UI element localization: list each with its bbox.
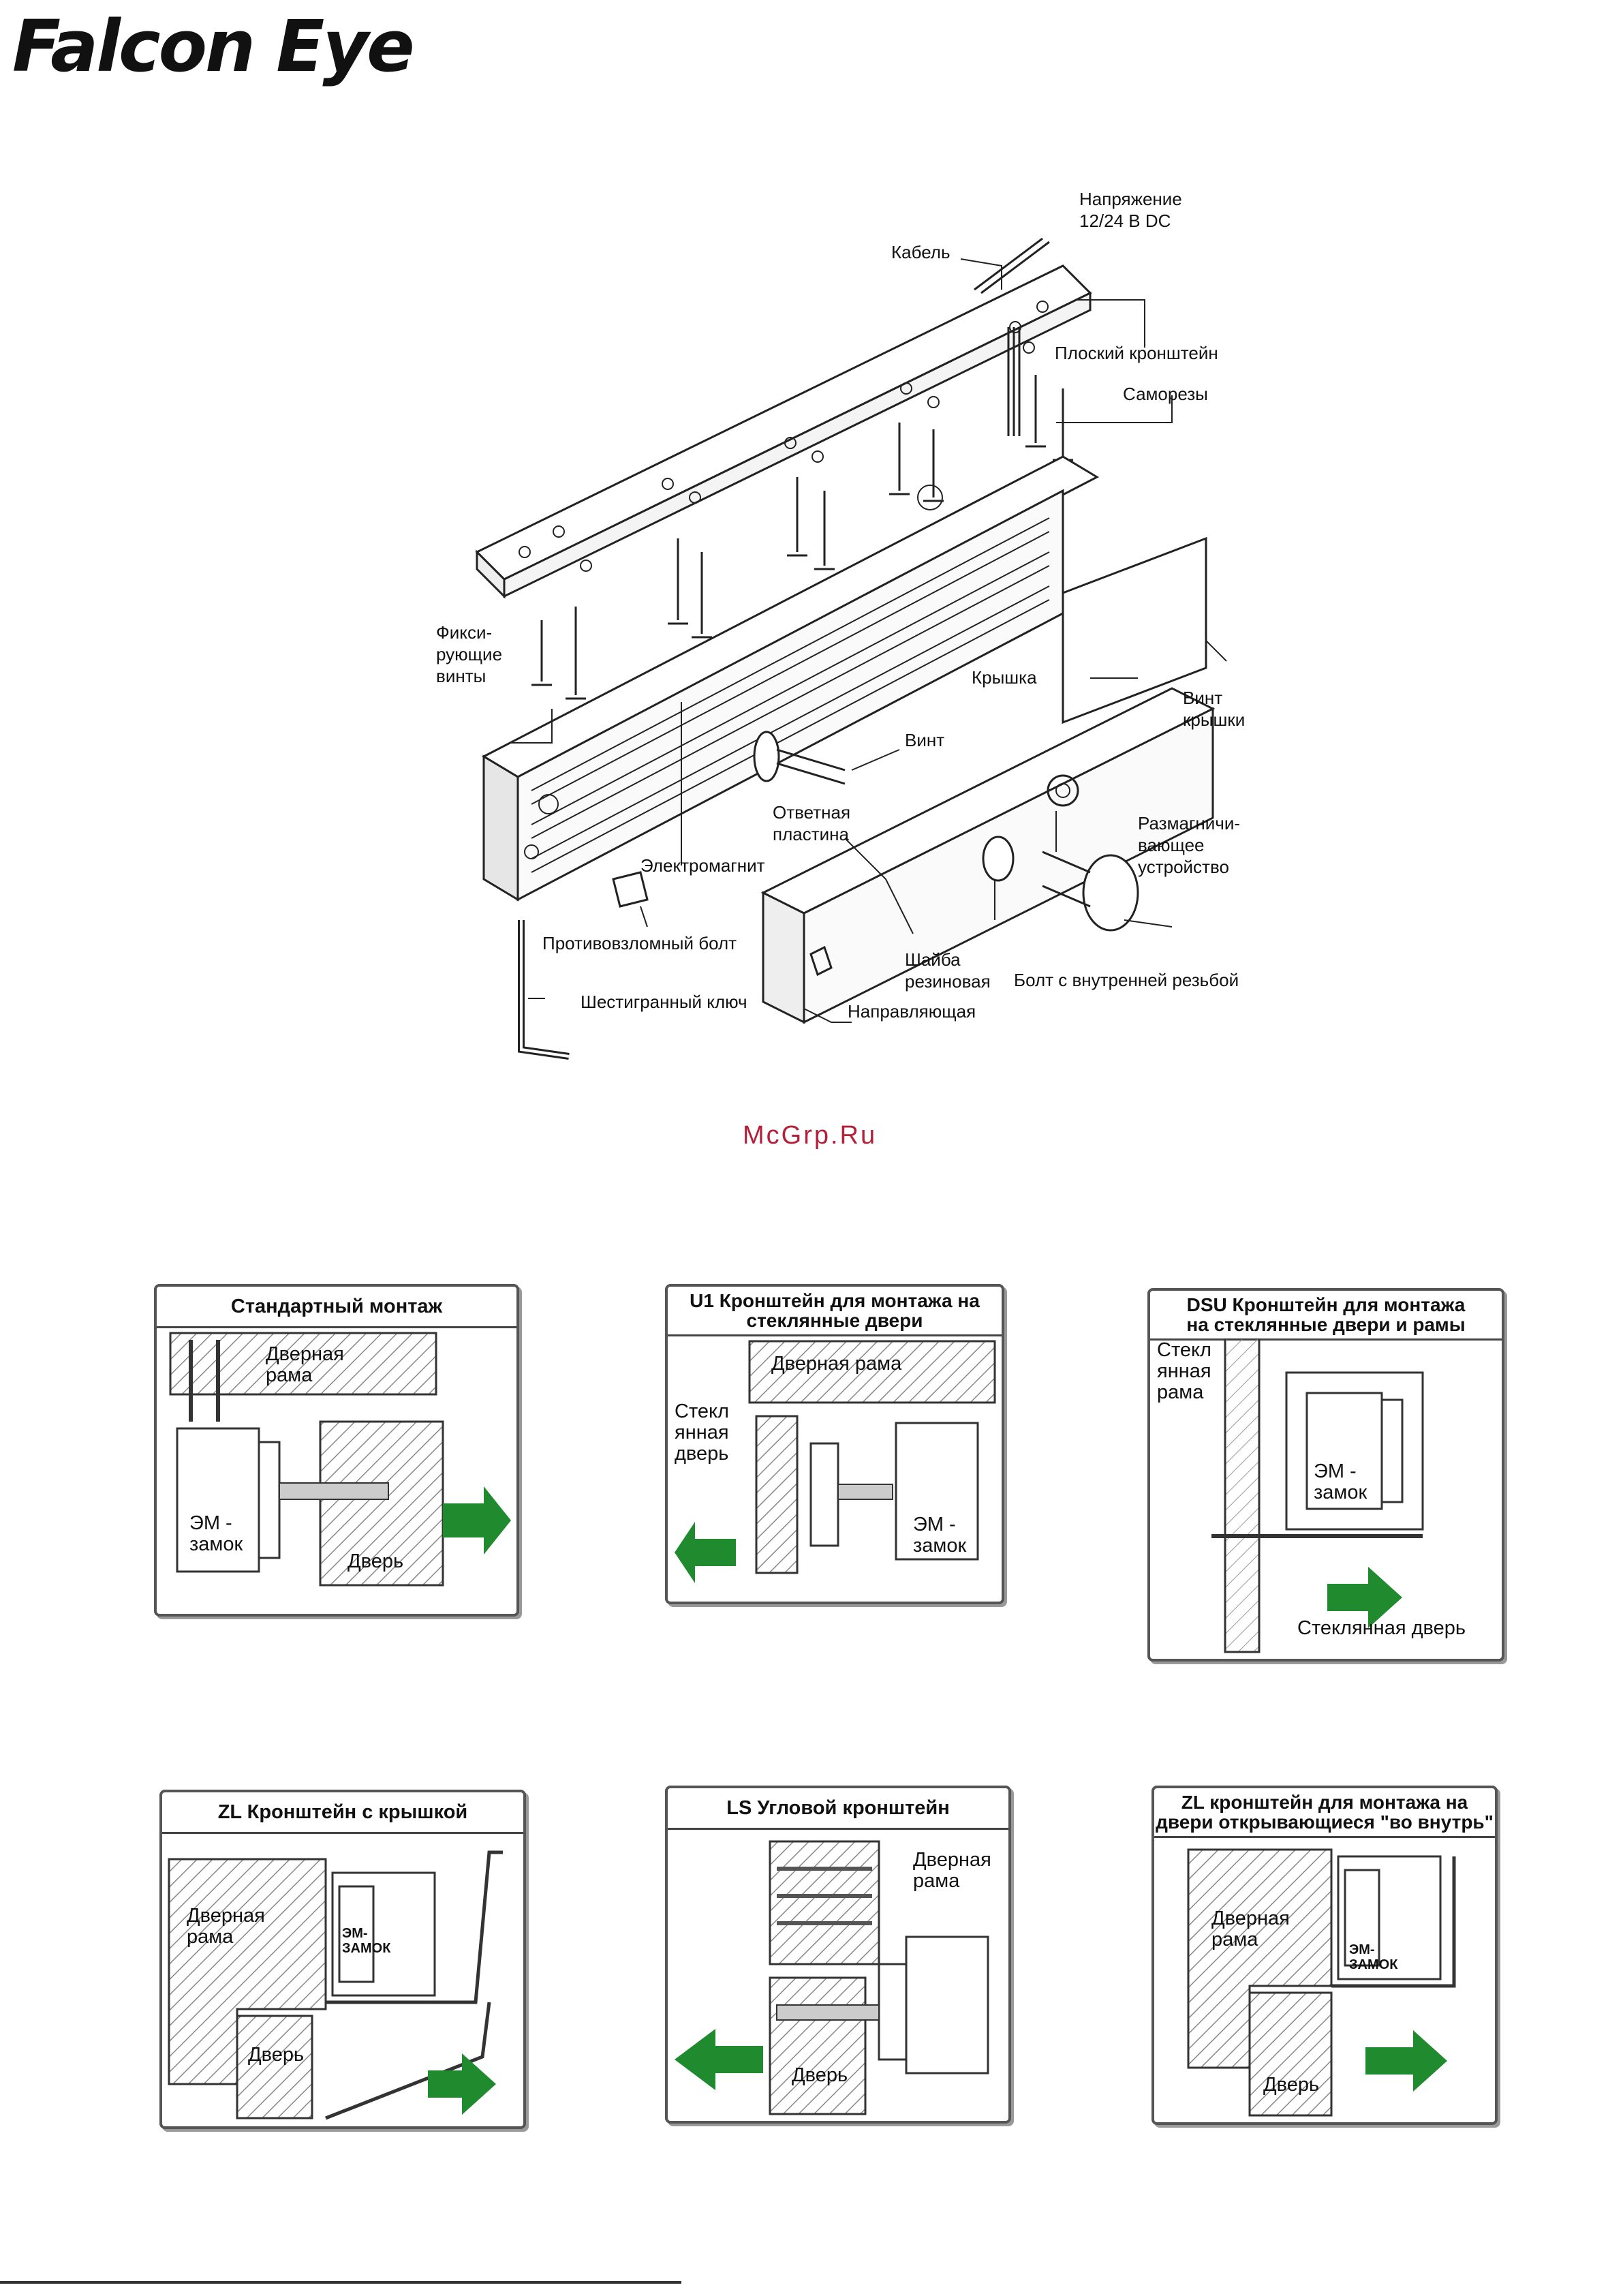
panel-illustration: [1211, 1338, 1424, 1653]
brand-logo: Falcon Eye: [12, 5, 415, 88]
label-fixing-screws: Фикси- рующие винты: [436, 622, 503, 686]
panel-illustration: [1187, 1848, 1456, 2117]
label-guide: Направляющая: [848, 1001, 976, 1022]
watermark: McGrp.Ru: [743, 1121, 878, 1150]
label-sex-bolt: Болт с внутренней резьбой: [1014, 970, 1239, 990]
panel-title: ZL кронштейн для монтажа на двери открыв…: [1154, 1788, 1495, 1838]
panel-ls-corner-bracket: LS Угловой кронштейн Дверная рама Дверь: [665, 1786, 1011, 2124]
label-glass-frame: Стекл янная рама: [1157, 1339, 1211, 1403]
lock-exploded-diagram: [475, 237, 1227, 1060]
panel-illustration: [675, 1840, 989, 2115]
panel-title: Стандартный монтаж: [157, 1287, 516, 1328]
label-screw: Винт: [905, 730, 945, 750]
panel-illustration: [168, 1850, 503, 2120]
label-glass-door: Стеклянная дверь: [1297, 1617, 1466, 1639]
label-door-frame: Дверная рама: [913, 1849, 991, 1892]
label-em-lock: ЭМ - замок: [1314, 1460, 1367, 1503]
footer-rule: [0, 2281, 681, 2284]
label-door-frame: Дверная рама: [266, 1343, 344, 1386]
label-door-frame: Дверная рама: [1211, 1908, 1290, 1950]
label-glass-door: Стекл янная дверь: [675, 1400, 729, 1465]
label-self-tapping-screws: Саморезы: [1123, 384, 1208, 404]
panel-illustration: [675, 1340, 996, 1583]
label-cover-screw: Винт крышки: [1183, 688, 1246, 730]
label-flat-bracket: Плоский кронштейн: [1055, 343, 1218, 363]
label-door: Дверь: [347, 1550, 404, 1572]
label-electromagnet: Электромагнит: [640, 855, 765, 876]
label-cable: Кабель: [891, 242, 950, 262]
panel-illustration: [169, 1332, 511, 1587]
label-door-frame: Дверная рама: [187, 1905, 265, 1948]
label-hex-key: Шестигранный ключ: [581, 992, 747, 1012]
label-armature-plate: Ответная пластина: [773, 802, 851, 844]
panel-standard-mount: Стандартный монтаж Дверная рама ЭМ - зам…: [154, 1284, 519, 1617]
panel-dsu-bracket: DSU Кронштейн для монтажа на стеклянные …: [1147, 1288, 1504, 1662]
label-voltage: Напряжение 12/24 В DC: [1079, 189, 1182, 231]
label-rubber-washer: Шайба резиновая: [905, 949, 991, 992]
label-em-lock: ЭМ - замок: [189, 1512, 243, 1555]
label-door: Дверь: [1263, 2074, 1320, 2096]
label-door-frame: Дверная рама: [771, 1353, 902, 1375]
label-em-lock: ЭМ - замок: [913, 1514, 967, 1557]
panel-title: DSU Кронштейн для монтажа на стеклянные …: [1150, 1291, 1502, 1341]
panel-title: LS Угловой кронштейн: [668, 1788, 1008, 1830]
label-cover: Крышка: [972, 667, 1037, 688]
panel-zl-inward-door: ZL кронштейн для монтажа на двери открыв…: [1151, 1786, 1498, 2125]
label-em-lock: ЭМ- ЗАМОК: [342, 1926, 391, 1956]
panel-title: U1 Кронштейн для монтажа на стеклянные д…: [668, 1287, 1002, 1336]
label-door: Дверь: [248, 2044, 305, 2066]
label-anti-tamper-bolt: Противовзломный болт: [542, 933, 737, 953]
label-demagnetizer: Размагничи- вающее устройство: [1138, 813, 1240, 877]
panel-u1-bracket: U1 Кронштейн для монтажа на стеклянные д…: [665, 1284, 1004, 1604]
label-door: Дверь: [792, 2064, 848, 2086]
panel-title: ZL Кронштейн с крышкой: [162, 1792, 523, 1834]
label-em-lock: ЭМ- ЗАМОК: [1349, 1942, 1398, 1972]
panel-zl-bracket-cover: ZL Кронштейн с крышкой Дверная рама ЭМ- …: [159, 1790, 526, 2129]
